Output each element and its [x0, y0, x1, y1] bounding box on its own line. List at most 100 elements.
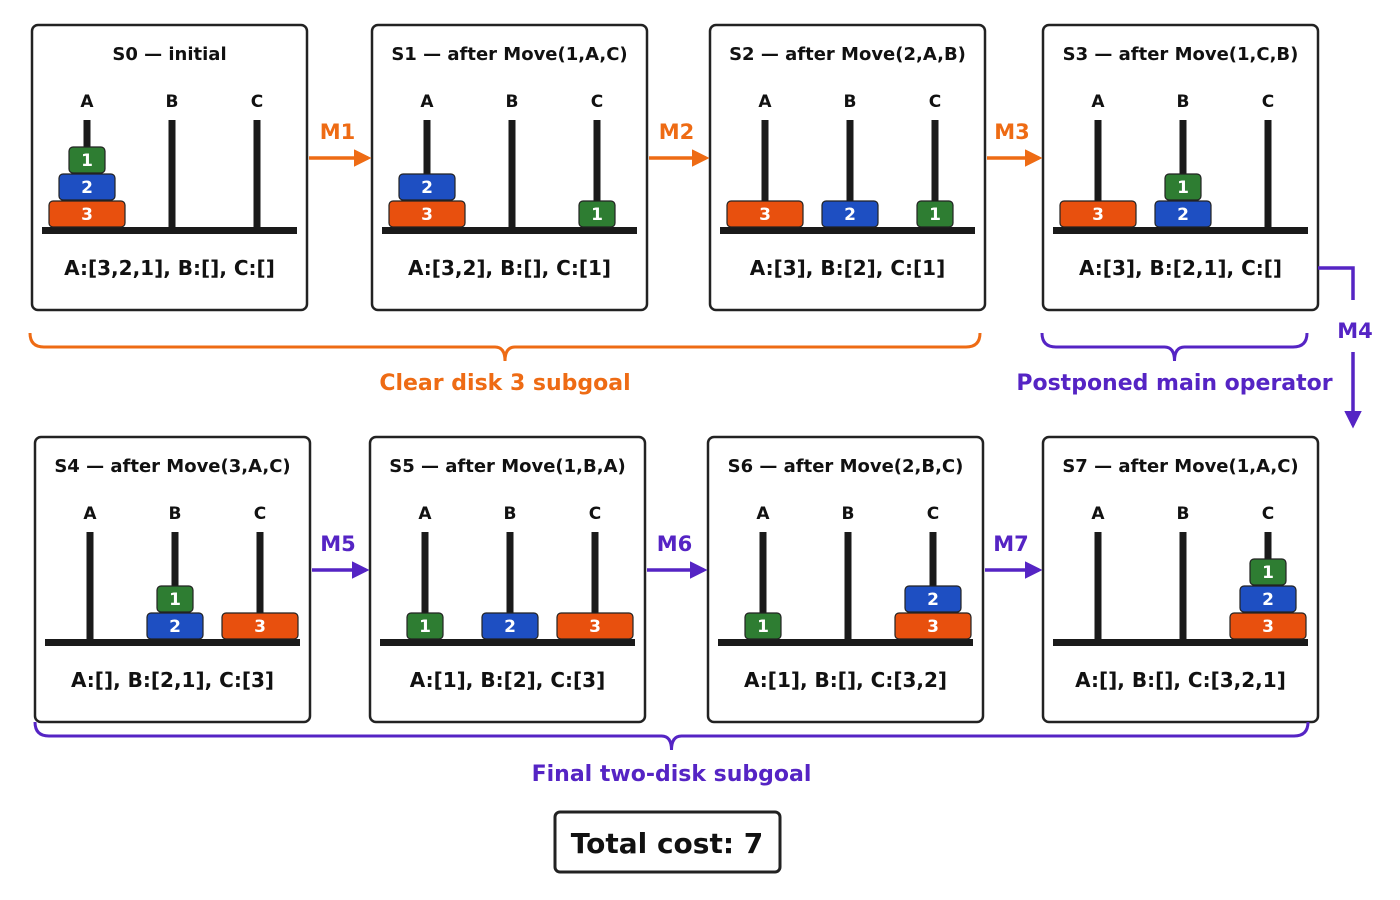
subgoal-group-2: Postponed main operator — [1016, 332, 1333, 396]
group-label: Final two-disk subgoal — [532, 762, 812, 787]
disk-2: 2 — [904, 585, 962, 613]
peg-label-a: A — [80, 92, 94, 112]
disk-label: 1 — [169, 590, 181, 610]
disk-label: 1 — [591, 205, 603, 225]
move-label: M3 — [994, 120, 1030, 144]
disk-label: 2 — [169, 617, 181, 637]
peg-label-a: A — [1091, 504, 1105, 524]
disk-label: 2 — [421, 178, 433, 198]
move-arrow — [1318, 266, 1355, 300]
total-cost-label: Total cost: 7 — [571, 827, 764, 860]
state-description: A:[3], B:[2], C:[1] — [750, 256, 945, 280]
peg-b — [506, 532, 514, 642]
move-m4: M4 — [1318, 266, 1373, 429]
peg-b — [1179, 532, 1187, 642]
disk-1: 1 — [578, 200, 616, 228]
disk-3: 3 — [726, 200, 804, 228]
move-m6: M6 — [647, 532, 708, 579]
peg-base — [720, 227, 975, 234]
state-description: A:[3], B:[2,1], C:[] — [1079, 256, 1282, 280]
peg-label-b: B — [1177, 504, 1190, 524]
peg-a — [1094, 532, 1102, 642]
subgoal-group-1: Clear disk 3 subgoal — [28, 332, 982, 396]
peg-b — [846, 120, 854, 230]
state-title: S3 — after Move(1,C,B) — [1063, 44, 1299, 65]
disk-3: 3 — [48, 200, 126, 228]
group-label: Clear disk 3 subgoal — [379, 371, 630, 396]
peg-label-a: A — [1091, 92, 1105, 112]
disk-3: 3 — [894, 612, 972, 640]
peg-label-b: B — [844, 92, 857, 112]
disk-1: 1 — [1164, 173, 1202, 201]
disk-label: 1 — [757, 617, 769, 637]
state-description: A:[1], B:[2], C:[3] — [410, 668, 605, 692]
disk-1: 1 — [156, 585, 194, 613]
disk-label: 3 — [589, 617, 601, 637]
disk-2: 2 — [146, 612, 204, 640]
peg-a — [421, 532, 429, 642]
peg-base — [382, 227, 637, 234]
state-description: A:[], B:[], C:[3,2,1] — [1075, 668, 1286, 692]
disk-1: 1 — [68, 146, 106, 174]
state-box-s4: S4 — after Move(3,A,C) A B 2 1 C 3A:[], B:[2,1… — [33, 435, 312, 724]
move-label: M5 — [320, 532, 356, 556]
move-m1: M1 — [309, 120, 372, 167]
disk-1: 1 — [406, 612, 444, 640]
peg-base — [718, 639, 973, 646]
peg-base — [1053, 227, 1308, 234]
peg-a — [759, 532, 767, 642]
move-m2: M2 — [649, 120, 710, 167]
group-brace — [33, 721, 1310, 751]
disk-label: 3 — [927, 617, 939, 637]
disk-1: 1 — [744, 612, 782, 640]
disk-label: 3 — [421, 205, 433, 225]
peg-base — [42, 227, 297, 234]
move-m7: M7 — [985, 532, 1043, 579]
peg-label-b: B — [169, 504, 182, 524]
peg-label-b: B — [506, 92, 519, 112]
peg-a — [86, 532, 94, 642]
disk-3: 3 — [388, 200, 466, 228]
state-title: S4 — after Move(3,A,C) — [54, 456, 290, 477]
peg-label-c: C — [254, 504, 266, 524]
disk-label: 1 — [81, 151, 93, 171]
group-brace — [28, 332, 982, 362]
disk-3: 3 — [221, 612, 299, 640]
peg-c — [593, 120, 601, 230]
subgoal-group-3: Final two-disk subgoal — [33, 721, 1310, 787]
peg-label-b: B — [166, 92, 179, 112]
peg-label-b: B — [1177, 92, 1190, 112]
move-label: M7 — [993, 532, 1029, 556]
peg-base — [45, 639, 300, 646]
peg-label-a: A — [758, 92, 772, 112]
peg-base — [1053, 639, 1308, 646]
group-label: Postponed main operator — [1016, 371, 1332, 396]
peg-b — [508, 120, 516, 230]
disk-label: 2 — [1262, 590, 1274, 610]
disk-label: 2 — [504, 617, 516, 637]
state-description: A:[], B:[2,1], C:[3] — [71, 668, 274, 692]
peg-label-c: C — [1262, 504, 1274, 524]
peg-label-c: C — [927, 504, 939, 524]
state-description: A:[1], B:[], C:[3,2] — [744, 668, 947, 692]
peg-label-a: A — [83, 504, 97, 524]
state-title: S1 — after Move(1,A,C) — [391, 44, 627, 65]
state-title: S2 — after Move(2,A,B) — [729, 44, 966, 65]
peg-label-a: A — [756, 504, 770, 524]
move-label: M2 — [659, 120, 695, 144]
disk-label: 1 — [1177, 178, 1189, 198]
disk-3: 3 — [1229, 612, 1307, 640]
disk-label: 1 — [929, 205, 941, 225]
state-box-s7: S7 — after Move(1,A,C) A B C 32 1A:[], B:[], … — [1041, 435, 1320, 724]
state-title: S7 — after Move(1,A,C) — [1062, 456, 1298, 477]
peg-b — [844, 532, 852, 642]
disk-3: 3 — [1059, 200, 1137, 228]
disk-label: 1 — [1262, 563, 1274, 583]
disk-label: 2 — [81, 178, 93, 198]
peg-a — [1094, 120, 1102, 230]
move-m3: M3 — [987, 120, 1043, 167]
